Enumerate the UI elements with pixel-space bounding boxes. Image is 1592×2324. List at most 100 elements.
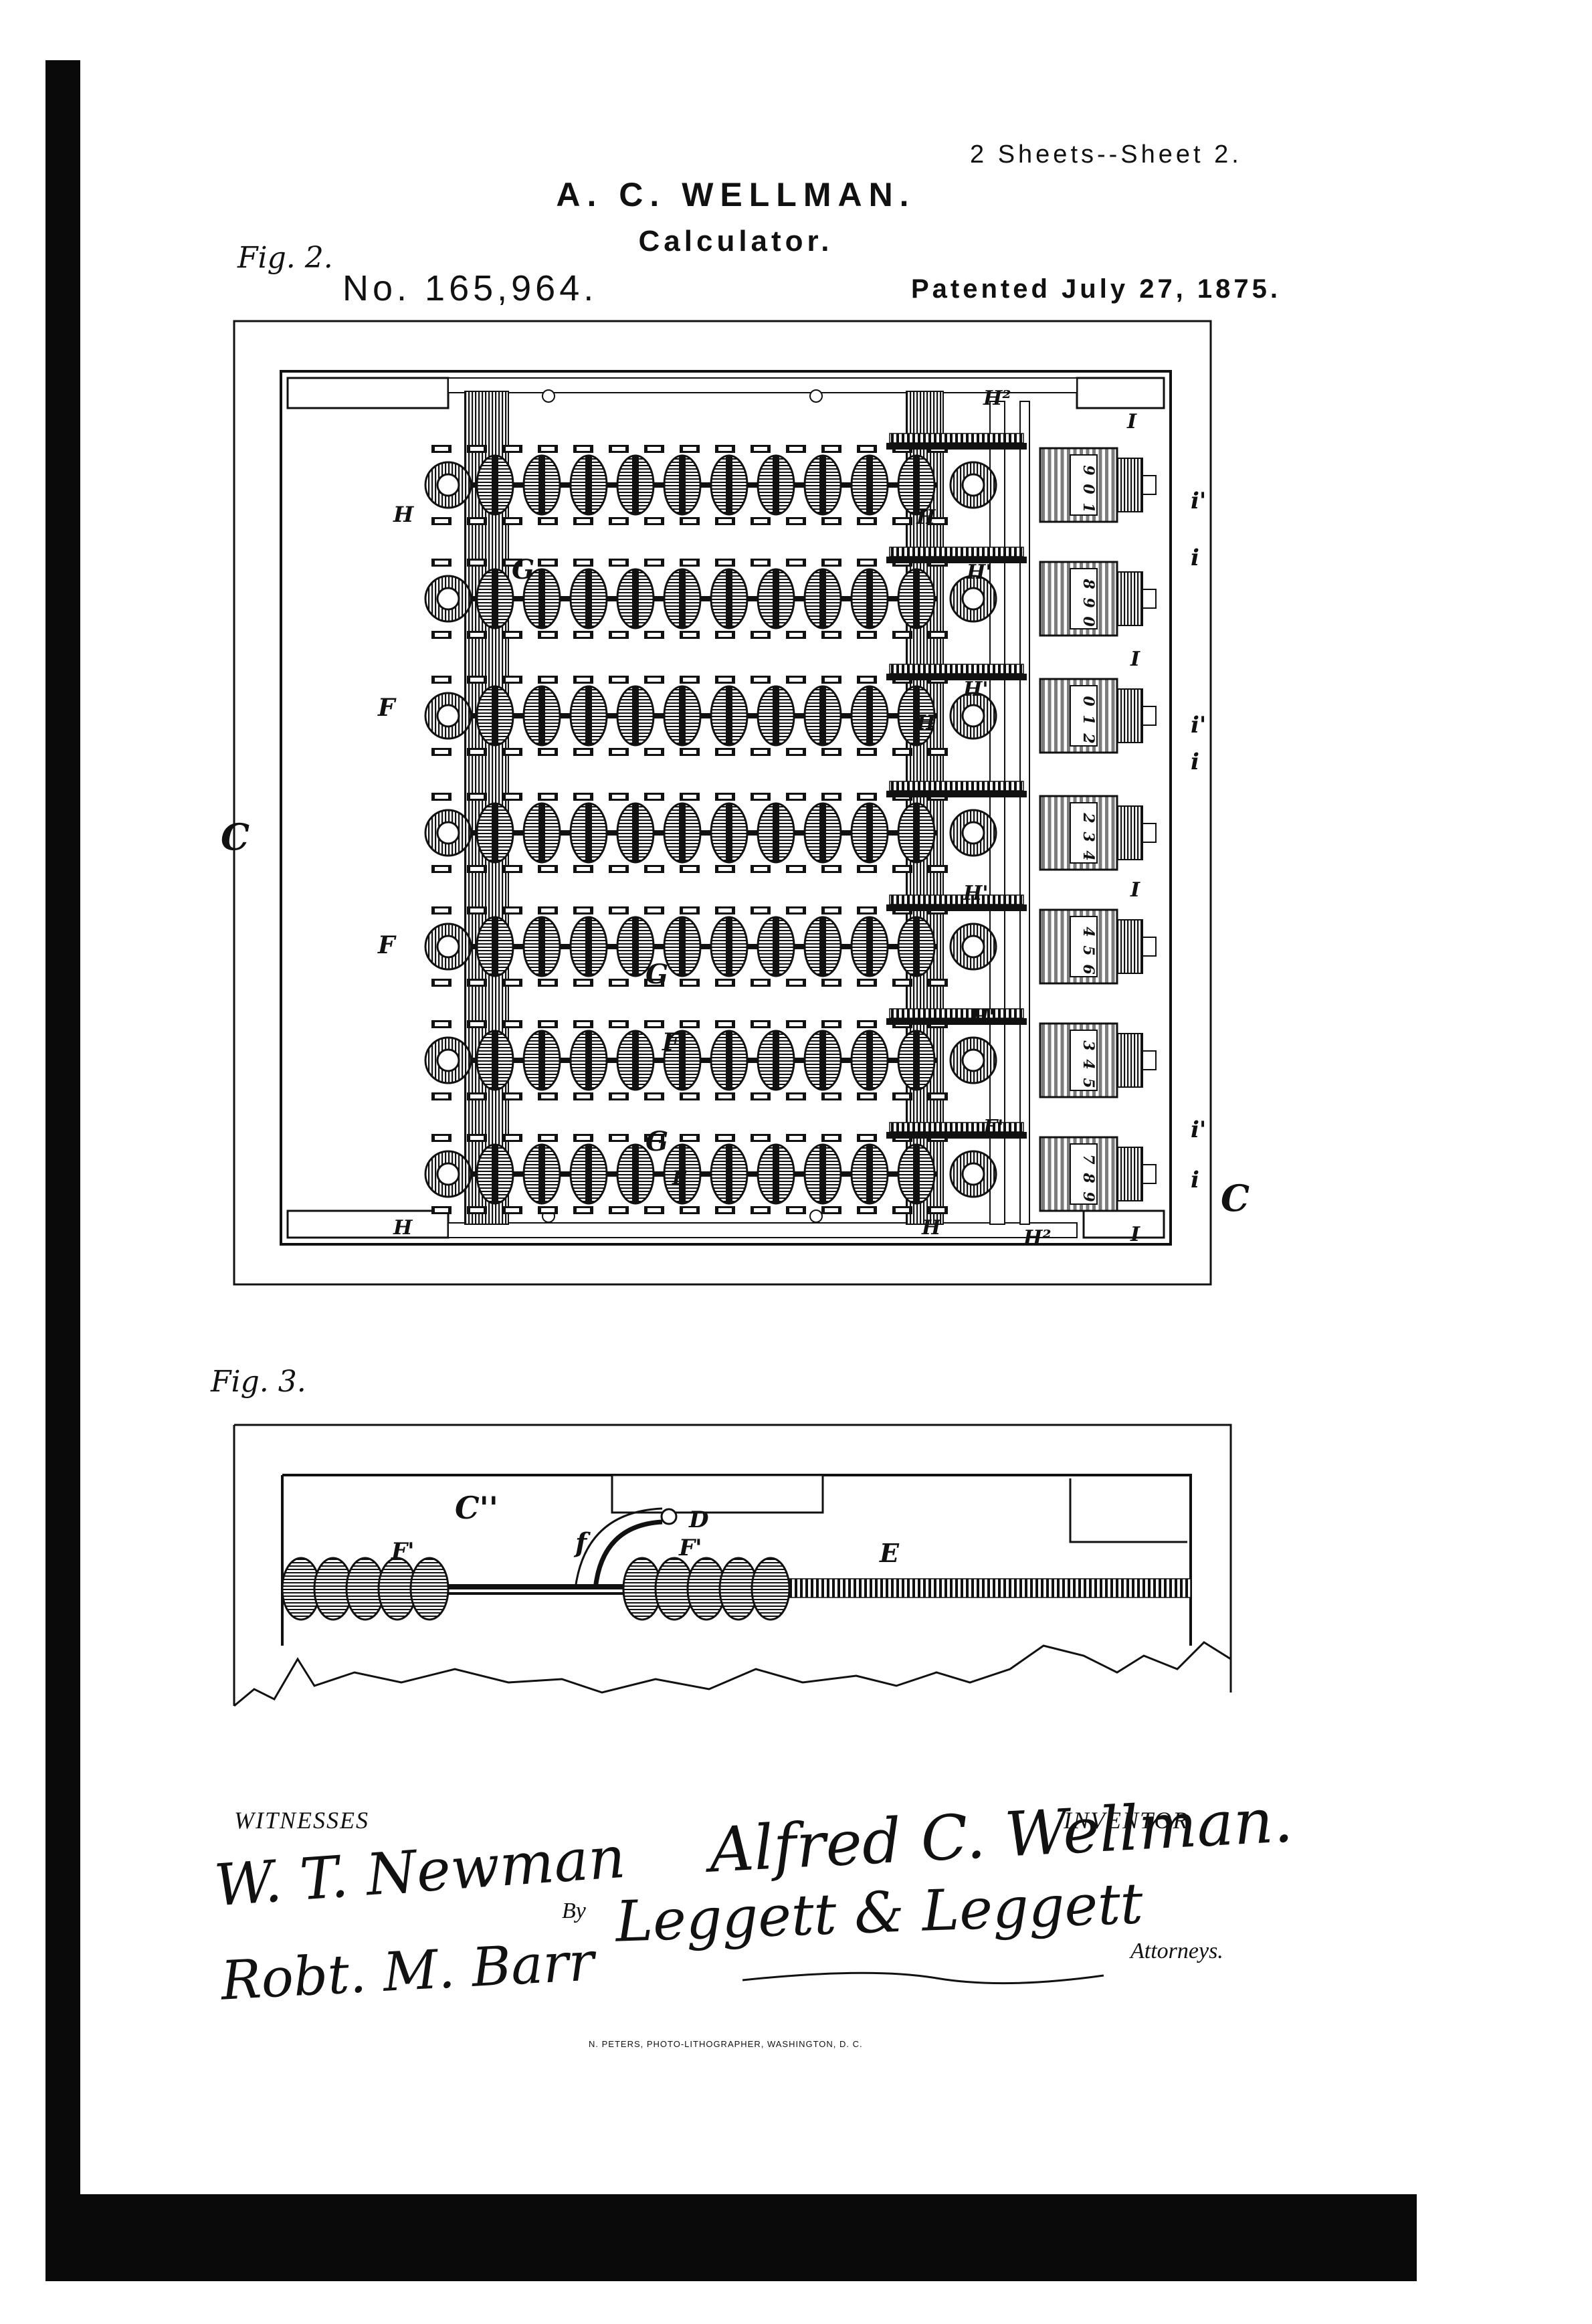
drum-digit: 2	[1080, 733, 1097, 743]
corner-block	[1069, 1478, 1187, 1543]
pinion	[1116, 1033, 1143, 1088]
drum-digit: 4	[1080, 1059, 1097, 1069]
figure-ref-letter: H'	[969, 1005, 995, 1029]
counter-drum: 234	[1039, 795, 1157, 871]
figure-ref-letter: i	[1191, 749, 1199, 775]
patent-date: Patented July 27, 1875.	[911, 274, 1282, 304]
drum-digit: 0	[1080, 696, 1097, 706]
witnesses-label: WITNESSES	[234, 1807, 369, 1834]
figure-ref-letter: i'	[1191, 1117, 1206, 1143]
figure-ref-letter: i	[1191, 545, 1199, 571]
bead	[751, 1557, 791, 1621]
figure-ref-letter: F	[377, 694, 397, 722]
figure-ref-letter: H	[393, 1216, 413, 1240]
figure-ref-letter: H	[393, 502, 415, 527]
counter-drum: 456	[1039, 908, 1157, 985]
drum-digit: 5	[1080, 945, 1097, 955]
figure-ref-letter: H'	[963, 678, 989, 701]
frame-outer	[233, 320, 1212, 1286]
figure-ref-letter: I	[1130, 648, 1140, 671]
drum-digit: 8	[1080, 578, 1097, 589]
abacus-row	[424, 1122, 1027, 1214]
break-line	[233, 1639, 1232, 1707]
gear	[889, 433, 1024, 444]
screw-head	[809, 389, 823, 403]
abacus-row	[424, 433, 1027, 525]
figure-ref-letter: C	[1221, 1177, 1250, 1220]
gear	[889, 664, 1024, 674]
figure-ref-letter: G	[645, 959, 668, 990]
pinion	[1116, 805, 1143, 860]
printer-credit: N. PETERS, PHOTO-LITHOGRAPHER, WASHINGTO…	[589, 2039, 863, 2049]
figure-ref-letter: I	[1130, 878, 1140, 902]
abacus-row	[424, 894, 1027, 987]
figure-ref-letter: F'	[983, 1116, 1003, 1139]
drum-digit: 9	[1080, 597, 1097, 607]
figure-ref-letter: I	[1126, 410, 1137, 433]
drum-digit: 9	[1080, 1191, 1097, 1201]
sheet-info: 2 Sheets--Sheet 2.	[970, 140, 1242, 169]
figure-ref-letter: f	[573, 1527, 591, 1559]
abacus-row	[424, 664, 1027, 756]
pinion	[1116, 1147, 1143, 1201]
top-block	[611, 1474, 824, 1514]
drum-digit: 8	[1080, 1172, 1097, 1183]
figure-ref-letter: H²	[983, 387, 1011, 410]
figure-ref-letter: F	[672, 1167, 687, 1189]
pinion	[1116, 919, 1143, 974]
pawl-f	[593, 1519, 663, 1589]
figure-ref-letter: i'	[1191, 488, 1206, 514]
counter-drum: 012	[1039, 678, 1157, 754]
drum-digit: 3	[1080, 1040, 1097, 1050]
figure-ref-letter: G	[512, 554, 534, 585]
pinion	[1116, 458, 1143, 512]
side-shaft	[989, 401, 1005, 1225]
side-shaft	[1019, 401, 1030, 1225]
counter-drum: 7 8 9	[1039, 1136, 1157, 1212]
figure-ref-letter: F'	[391, 1538, 415, 1565]
counter-drum: 3 4 5	[1039, 1022, 1157, 1098]
pivot-D	[660, 1508, 678, 1525]
drum-digit: 7	[1080, 1154, 1097, 1165]
frame-outer	[234, 1424, 1232, 1692]
figure-ref-letter: E	[879, 1538, 900, 1568]
figure-ref-letter: F	[377, 931, 397, 959]
drum-digit: 2	[1080, 812, 1097, 823]
drum-digit: 5	[1080, 1078, 1097, 1088]
figure-ref-letter: H'	[966, 561, 992, 584]
rack-E	[775, 1578, 1191, 1598]
fig2-label: Fig. 2.	[237, 241, 333, 275]
figure-ref-letter: F	[662, 1028, 681, 1056]
drum-digit: 4	[1080, 850, 1097, 860]
inventor-label: INVENTOR	[1064, 1807, 1189, 1834]
gear	[889, 547, 1024, 557]
abacus-row	[424, 781, 1027, 873]
corner-block	[1082, 1209, 1165, 1239]
figure-ref-letter: H²	[1023, 1226, 1051, 1250]
figure-ref-letter: F'	[678, 1535, 702, 1561]
figure-ref-letter: H	[921, 1216, 942, 1240]
gear	[889, 1008, 1024, 1019]
figure-ref-letter: C	[221, 815, 250, 858]
figure-ref-letter: i	[1191, 1167, 1199, 1193]
drum-digit: 0	[1080, 484, 1097, 494]
figure-ref-letter: I	[1130, 1223, 1140, 1246]
figure-ref-letter: G	[645, 1126, 668, 1157]
inventor-name: A. C. WELLMAN.	[556, 176, 916, 213]
witness-2-signature: Robt. M. Barr	[219, 1930, 596, 2012]
gear	[889, 781, 1024, 791]
gear	[889, 894, 1024, 905]
inventor-signature: Alfred C. Wellman.	[707, 1784, 1295, 1886]
drum-digit: 0	[1080, 616, 1097, 627]
figure-ref-letter: H	[916, 506, 936, 529]
pinion	[1116, 688, 1143, 743]
drum-digit: 6	[1080, 964, 1097, 974]
figure-ref-letter: H	[916, 711, 936, 735]
figure-ref-letter: D	[688, 1507, 709, 1533]
pinion	[1116, 571, 1143, 626]
abacus-row	[424, 547, 1027, 639]
abacus-row	[424, 1008, 1027, 1100]
by-label: By	[562, 1899, 586, 1923]
